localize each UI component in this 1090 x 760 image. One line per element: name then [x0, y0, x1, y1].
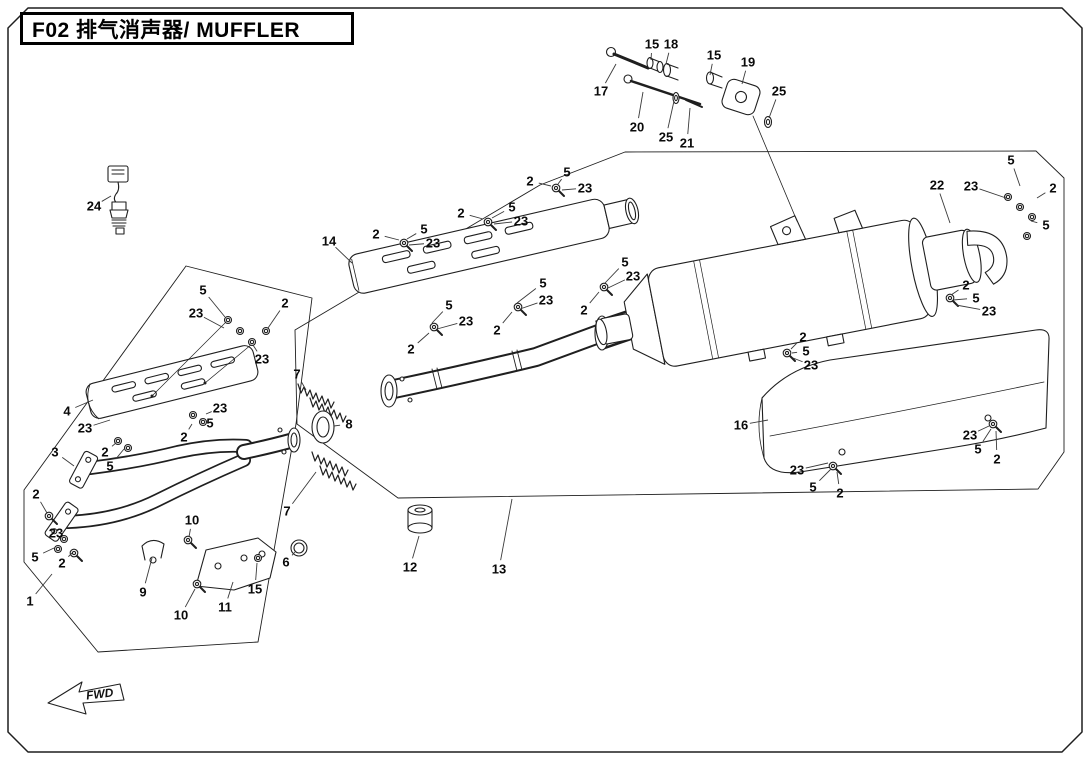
heat-shield-front — [348, 197, 640, 294]
page-border — [7, 7, 1083, 753]
front-pipe-assembly — [44, 427, 301, 542]
title-block: F02 排气消声器/ MUFFLER — [20, 12, 354, 45]
mount-bracket — [195, 537, 277, 591]
muffler — [595, 209, 1008, 367]
fwd-arrow — [47, 681, 125, 715]
end-cap-hardware — [1003, 192, 1037, 241]
o-ring — [290, 539, 308, 557]
panel-outline-right — [294, 150, 1065, 499]
roller-bushing — [407, 504, 433, 534]
heat-shield-lower — [758, 329, 1050, 474]
tail-pipe — [966, 230, 1008, 285]
assembly-guide-lines — [151, 321, 253, 397]
exhaust-springs — [297, 383, 357, 491]
page-title: F02 排气消声器/ MUFFLER — [32, 18, 301, 42]
mid-pipe — [380, 322, 608, 408]
gasket-ring — [311, 410, 335, 444]
panel-outline-left — [23, 265, 313, 653]
mount-hardware — [605, 46, 798, 222]
pipe-clamp — [141, 539, 165, 564]
heat-shield-left — [85, 345, 259, 420]
oxygen-sensor — [107, 165, 129, 235]
fwd-label: FWD — [85, 685, 114, 702]
